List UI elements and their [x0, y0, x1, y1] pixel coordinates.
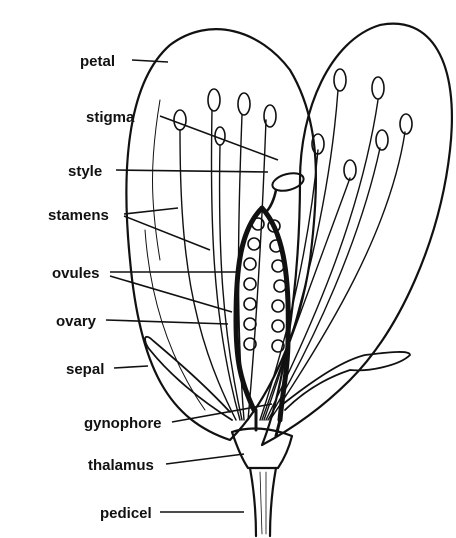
label-pedicel: pedicel [100, 505, 152, 522]
pedicel-shape [250, 468, 276, 536]
thalamus-shape [232, 429, 292, 468]
style-shape [266, 190, 276, 212]
label-petal: petal [80, 53, 115, 70]
label-sepal: sepal [66, 361, 104, 378]
right-petal [262, 24, 452, 445]
label-style: style [68, 163, 102, 180]
label-gynophore: gynophore [84, 415, 162, 432]
right-sepal [283, 352, 410, 410]
label-ovules: ovules [52, 265, 100, 282]
stamens-group [174, 69, 412, 420]
label-ovary: ovary [56, 313, 97, 330]
label-stigma: stigma [86, 109, 135, 126]
label-thalamus: thalamus [88, 457, 154, 474]
label-stamens: stamens [48, 207, 109, 224]
ovary-wall [236, 208, 288, 420]
